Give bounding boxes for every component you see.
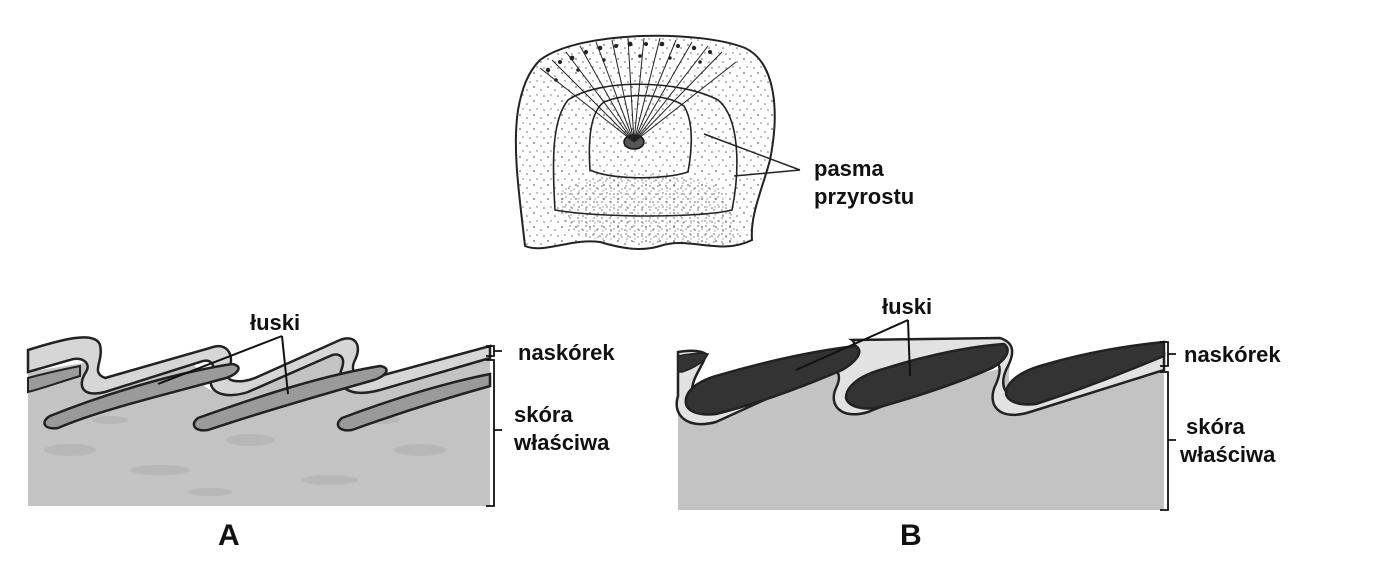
panel-a-scale-1 — [43, 362, 240, 430]
panel-b-letter: B — [900, 519, 922, 552]
panel-a-epidermis-bracket — [486, 345, 502, 357]
panel-b-dermis-label-line1: skóra — [1186, 414, 1245, 439]
panel-b: łuski naskórek skóra właściwa B — [675, 294, 1281, 552]
panel-a-scales-pointer-1 — [157, 335, 283, 385]
panel-a-scale-2 — [192, 364, 388, 432]
panel-b-scale-2 — [844, 342, 1009, 410]
panel-a-scale-0 — [27, 364, 81, 394]
panel-a-letter: A — [218, 519, 240, 552]
panel-b-epidermis-bracket — [1160, 341, 1176, 367]
panel-b-scale-1 — [684, 344, 861, 416]
panel-a-dermis-bracket — [486, 359, 502, 507]
panel-b-dermis-label-line2: właściwa — [1179, 442, 1276, 467]
radial-dark-marks — [545, 41, 712, 82]
panel-a-dermis-label-line1: skóra — [514, 402, 573, 427]
growth-ring-outer — [552, 83, 738, 217]
scale-lower-shading — [560, 173, 739, 245]
pointer-line-1 — [703, 133, 801, 171]
panel-a-scales-pointer-2 — [281, 335, 289, 395]
growth-bands-label-line2: przyrostu — [814, 184, 914, 209]
panel-b-scale-0 — [677, 352, 710, 373]
panel-a-epidermis-label: naskórek — [518, 340, 615, 365]
panel-a: łuski naskórek skóra właściwa A — [26, 310, 615, 552]
pointer-line-2 — [733, 169, 801, 177]
panel-b-epidermis-label: naskórek — [1184, 342, 1281, 367]
panel-b-dermis-bracket — [1160, 371, 1176, 511]
fish-scale-illustration: pasma przyrostu — [514, 34, 914, 250]
panel-a-dermis-label-line2: właściwa — [513, 430, 610, 455]
panel-a-scale-3 — [336, 372, 492, 432]
growth-bands-label-line1: pasma — [814, 156, 884, 181]
panel-b-scales-pointer-1 — [795, 319, 909, 371]
panel-b-scales-pointer-2 — [907, 319, 911, 377]
panel-a-scales-label: łuski — [250, 310, 300, 335]
panel-b-scale-3 — [1004, 340, 1166, 406]
panel-b-scales-label: łuski — [882, 294, 932, 319]
